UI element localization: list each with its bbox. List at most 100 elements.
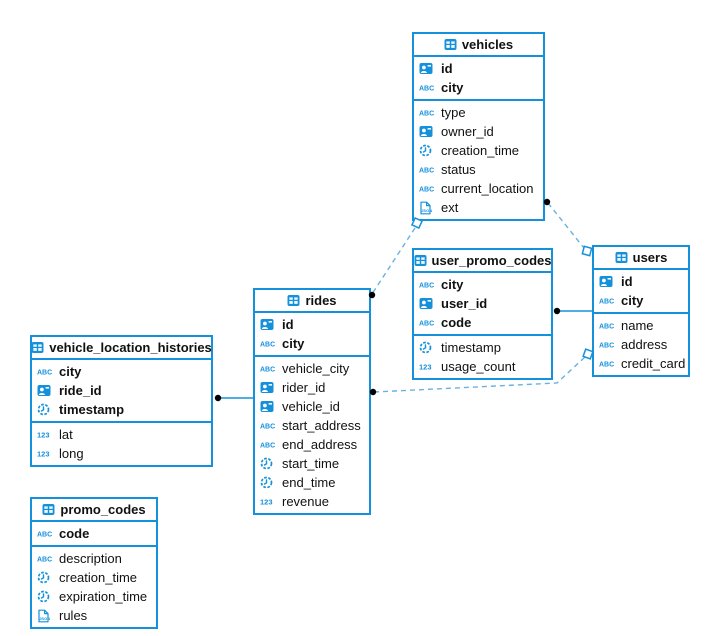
column-row-ext[interactable]: JSON ext — [414, 198, 543, 217]
column-row-start_time[interactable]: start_time — [255, 454, 369, 473]
column-row-user_id[interactable]: user_id — [414, 294, 551, 313]
text-icon: ABC — [37, 553, 55, 564]
time-icon — [260, 457, 278, 470]
column-row-timestamp[interactable]: timestamp — [32, 400, 211, 419]
table-icon — [287, 294, 300, 307]
svg-text:123: 123 — [419, 363, 432, 372]
svg-text:123: 123 — [37, 431, 50, 440]
table-header-vehicle_location_histories[interactable]: vehicle_location_histories — [31, 337, 212, 360]
column-label: credit_card — [621, 356, 686, 371]
svg-text:ABC: ABC — [419, 321, 434, 328]
svg-text:ABC: ABC — [260, 342, 275, 349]
column-label: city — [441, 80, 464, 95]
column-row-creation_time[interactable]: creation_time — [414, 141, 543, 160]
column-row-end_time[interactable]: end_time — [255, 473, 369, 492]
text-icon: ABC — [599, 339, 617, 350]
table-icon — [444, 38, 457, 51]
column-row-credit_card[interactable]: ABC credit_card — [594, 354, 688, 373]
svg-text:ABC: ABC — [419, 86, 434, 93]
svg-text:JSON: JSON — [421, 208, 432, 213]
text-icon: ABC — [260, 420, 278, 431]
column-label: timestamp — [441, 340, 501, 355]
column-label: ext — [441, 200, 459, 215]
table-icon — [414, 254, 427, 267]
column-label: end_time — [282, 475, 336, 490]
table-header-promo_codes[interactable]: promo_codes — [32, 499, 156, 522]
column-label: creation_time — [59, 570, 138, 585]
text-icon: ABC — [599, 358, 617, 369]
column-row-timestamp[interactable]: timestamp — [414, 338, 551, 357]
table-title: rides — [305, 293, 337, 308]
column-label: expiration_time — [59, 589, 148, 604]
table-header-user_promo_codes[interactable]: user_promo_codes — [414, 250, 551, 273]
number-icon: 123 — [260, 496, 278, 507]
column-row-city[interactable]: ABC city — [414, 78, 543, 97]
column-label: ride_id — [59, 383, 102, 398]
column-row-id[interactable]: id — [255, 315, 369, 334]
column-row-id[interactable]: id — [594, 272, 688, 291]
svg-text:123: 123 — [37, 450, 50, 459]
text-icon: ABC — [419, 183, 437, 194]
column-label: user_id — [441, 296, 488, 311]
svg-text:ABC: ABC — [260, 424, 275, 431]
column-row-creation_time[interactable]: creation_time — [32, 568, 156, 587]
column-label: city — [441, 277, 464, 292]
svg-text:JSON: JSON — [39, 616, 50, 621]
table-icon — [31, 341, 44, 354]
column-label: creation_time — [441, 143, 520, 158]
text-icon: ABC — [37, 528, 55, 539]
relationship-vehicles-users[interactable] — [547, 202, 585, 249]
column-label: city — [621, 293, 644, 308]
table-header-rides[interactable]: rides — [255, 290, 369, 313]
column-row-vehicle_id[interactable]: vehicle_id — [255, 397, 369, 416]
json-icon: JSON — [37, 609, 55, 623]
relationship-vehicles-rides[interactable] — [371, 227, 416, 295]
user-id-icon — [37, 384, 55, 397]
table-header-users[interactable]: users — [594, 247, 688, 270]
number-icon: 123 — [37, 448, 55, 459]
text-icon: ABC — [419, 107, 437, 118]
table-header-vehicles[interactable]: vehicles — [414, 34, 543, 57]
time-icon — [37, 571, 55, 584]
connector-square — [581, 245, 593, 257]
column-row-ride_id[interactable]: ride_id — [32, 381, 211, 400]
column-row-expiration_time[interactable]: expiration_time — [32, 587, 156, 606]
column-row-rider_id[interactable]: rider_id — [255, 378, 369, 397]
column-row-owner_id[interactable]: owner_id — [414, 122, 543, 141]
column-row-id[interactable]: id — [414, 59, 543, 78]
